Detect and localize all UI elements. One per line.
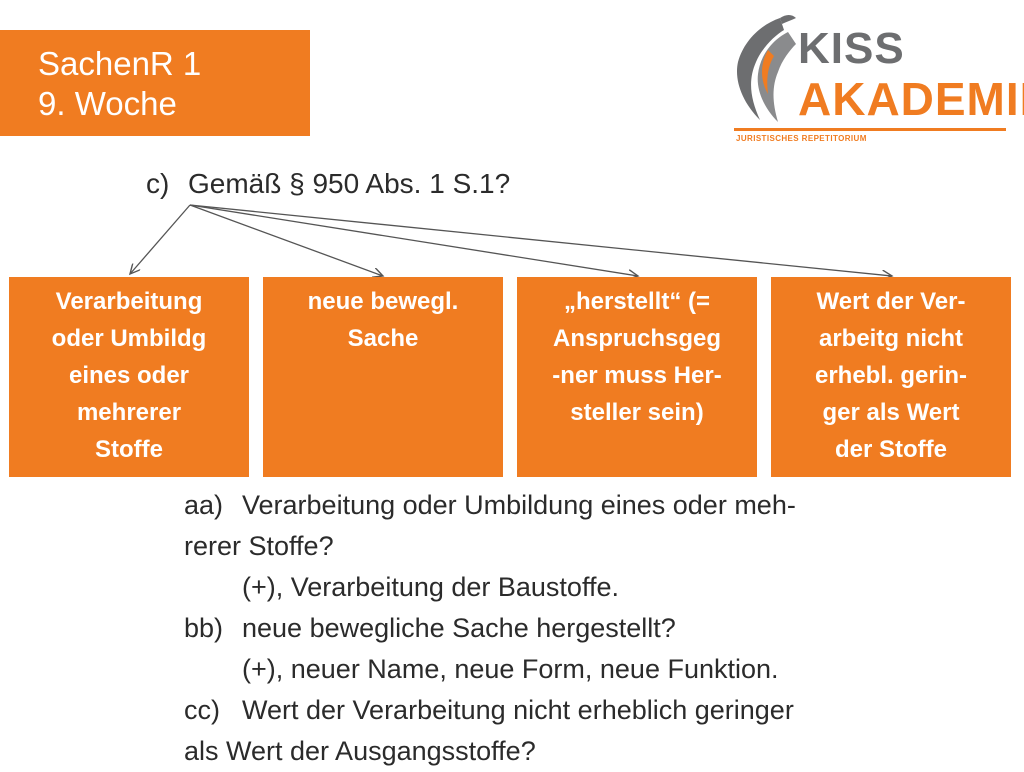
box-line: Sache (347, 325, 419, 352)
item-aa-text: Verarbeitung oder Umbildung eines oder m… (242, 490, 796, 520)
box-line: Wert der Ver- (816, 288, 966, 315)
logo-text-kiss: KISS (798, 24, 905, 73)
box-line: erhebl. gerin- (814, 362, 968, 389)
criterion-box-neue-sache: neue bewegl. Sache (263, 277, 503, 477)
box-line: der Stoffe (834, 436, 947, 463)
phoenix-swoosh-icon (736, 15, 796, 122)
item-aa-label: aa) (184, 490, 224, 520)
item-cc-text: Wert der Verarbeitung nicht erheblich ge… (242, 695, 794, 725)
box-line: arbeitg nicht (818, 325, 963, 352)
box-line: oder Umbildg (51, 325, 207, 352)
slide-title-line1: SachenR 1 (38, 45, 202, 82)
arrow-to-box-2 (189, 204, 383, 276)
criterion-box-wert: Wert der Ver- arbeitg nicht erhebl. geri… (771, 277, 1011, 477)
item-cc-continuation: als Wert der Ausgangsstoffe? (184, 736, 536, 766)
question-text: Gemäß § 950 Abs. 1 S.1? (188, 168, 511, 199)
arrow-to-box-1 (130, 204, 191, 274)
box-line: ger als Wert (822, 399, 960, 426)
slide-title-line2: 9. Woche (38, 85, 177, 122)
slide-title-box: SachenR 1 9. Woche (0, 30, 310, 136)
item-aa-continuation: rerer Stoffe? (184, 531, 334, 561)
criterion-box-verarbeitung: Verarbeitung oder Umbildg eines oder meh… (9, 277, 249, 477)
box-line: neue bewegl. (307, 288, 459, 315)
analysis-body: aa) Verarbeitung oder Umbildung eines ode… (184, 485, 796, 772)
logo-divider (734, 128, 1006, 131)
box-line: -ner muss Her- (552, 362, 722, 389)
box-line: eines oder (68, 362, 190, 389)
item-cc: cc) Wert der Verarbeitung nicht erheblich… (184, 690, 796, 731)
logo-subtitle: JURISTISCHES REPETITORIUM (736, 134, 867, 143)
item-bb-text: neue bewegliche Sache hergestellt? (242, 613, 676, 643)
box-line: Stoffe (95, 436, 163, 463)
logo-text-akademie: AKADEMIE (798, 73, 1024, 125)
box-line: Verarbeitung (55, 288, 203, 315)
arrow-to-box-3 (189, 204, 638, 276)
box-line: „herstellt“ (= (563, 288, 711, 315)
question-marker: c) (146, 168, 170, 199)
item-aa-answer: (+), Verarbeitung der Baustoffe. (242, 572, 619, 602)
item-bb-answer: (+), neuer Name, neue Form, neue Funktio… (242, 654, 779, 684)
criterion-box-herstellt: „herstellt“ (= Anspruchsgeg -ner muss He… (517, 277, 757, 477)
item-cc-label: cc) (184, 695, 220, 725)
item-aa: aa) Verarbeitung oder Umbildung eines ode… (184, 485, 796, 526)
kiss-akademie-logo: KISS AKADEMIE JURISTISCHES REPETITORIUM (722, 10, 1024, 150)
item-bb: bb) neue bewegliche Sache hergestellt? (184, 608, 796, 649)
box-line: steller sein) (570, 399, 704, 426)
box-line: Anspruchsgeg (552, 325, 722, 352)
question-heading: c) Gemäß § 950 Abs. 1 S.1? (146, 168, 510, 200)
arrow-to-box-4 (189, 204, 892, 276)
item-bb-label: bb) (184, 613, 224, 643)
box-line: mehrerer (76, 399, 182, 426)
